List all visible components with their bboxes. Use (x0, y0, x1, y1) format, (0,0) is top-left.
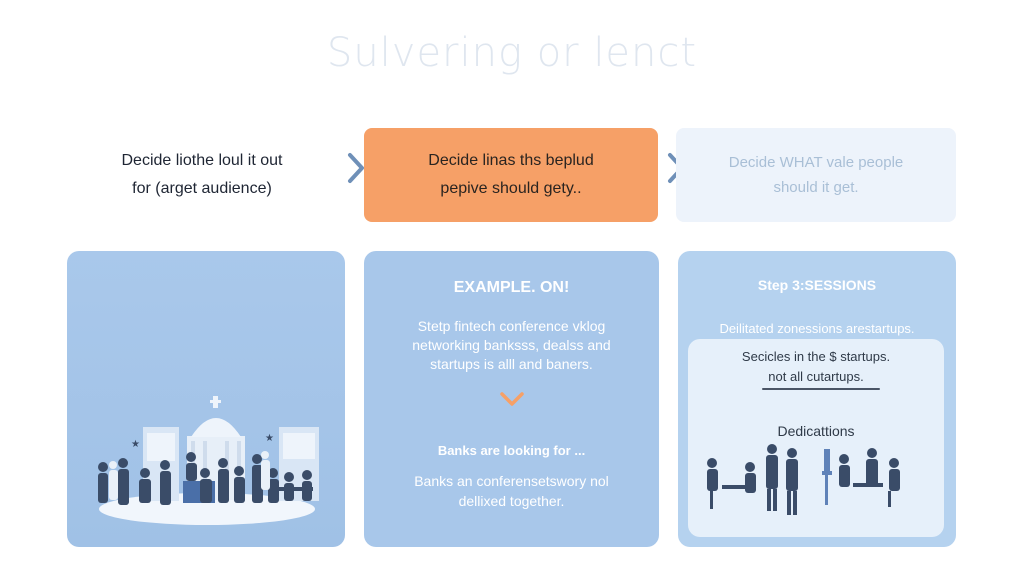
inner-line-1: Secicles in the $ startups. (741, 349, 891, 364)
example-panel: EXAMPLE. ON! Stetp fintech conference vk… (364, 251, 659, 547)
example-heading: EXAMPLE. ON! (453, 279, 570, 296)
example-paragraph: Stetp fintech conference vklog networkin… (412, 318, 611, 372)
step-3-box: Decide WHAT vale people should it get. (676, 128, 956, 222)
step-2-text: Decide linas ths beplud pepive should ge… (428, 152, 594, 197)
conference-illustration: ★ ★ (98, 396, 319, 525)
sessions-panel: Step 3:SESSIONS Deilitated zonessions ar… (678, 251, 956, 547)
chevron-right-icon (348, 153, 364, 183)
example-subheading: Banks are looking for ... (437, 443, 586, 458)
underline-divider (762, 388, 880, 390)
sessions-inner-card: Secicles in the $ startups. not all cuta… (688, 339, 944, 537)
page-title: Sulvering or lenct (326, 30, 698, 76)
svg-text:★: ★ (131, 439, 140, 450)
step-3-text: Decide WHAT vale people should it get. (728, 154, 904, 196)
chevron-down-icon (500, 392, 524, 406)
example-paragraph-2: Banks an conferensetswory nol dellixed t… (414, 473, 609, 509)
step-2-box: Decide linas ths beplud pepive should ge… (364, 128, 658, 222)
step-1-box: Decide liothe loul it out for (arget aud… (68, 128, 336, 222)
sessions-heading: Step 3:SESSIONS (757, 277, 877, 293)
sessions-line: Deilitated zonessions arestartups. (719, 321, 915, 336)
inner-line-2: not all cutartups. (768, 369, 864, 384)
svg-text:★: ★ (265, 433, 274, 444)
step-1-text: Decide liothe loul it out for (arget aud… (121, 152, 283, 197)
illustration-panel: ★ ★ (67, 251, 345, 547)
inner-line-3: Dedicattions (777, 423, 855, 439)
meeting-illustration (707, 444, 900, 515)
